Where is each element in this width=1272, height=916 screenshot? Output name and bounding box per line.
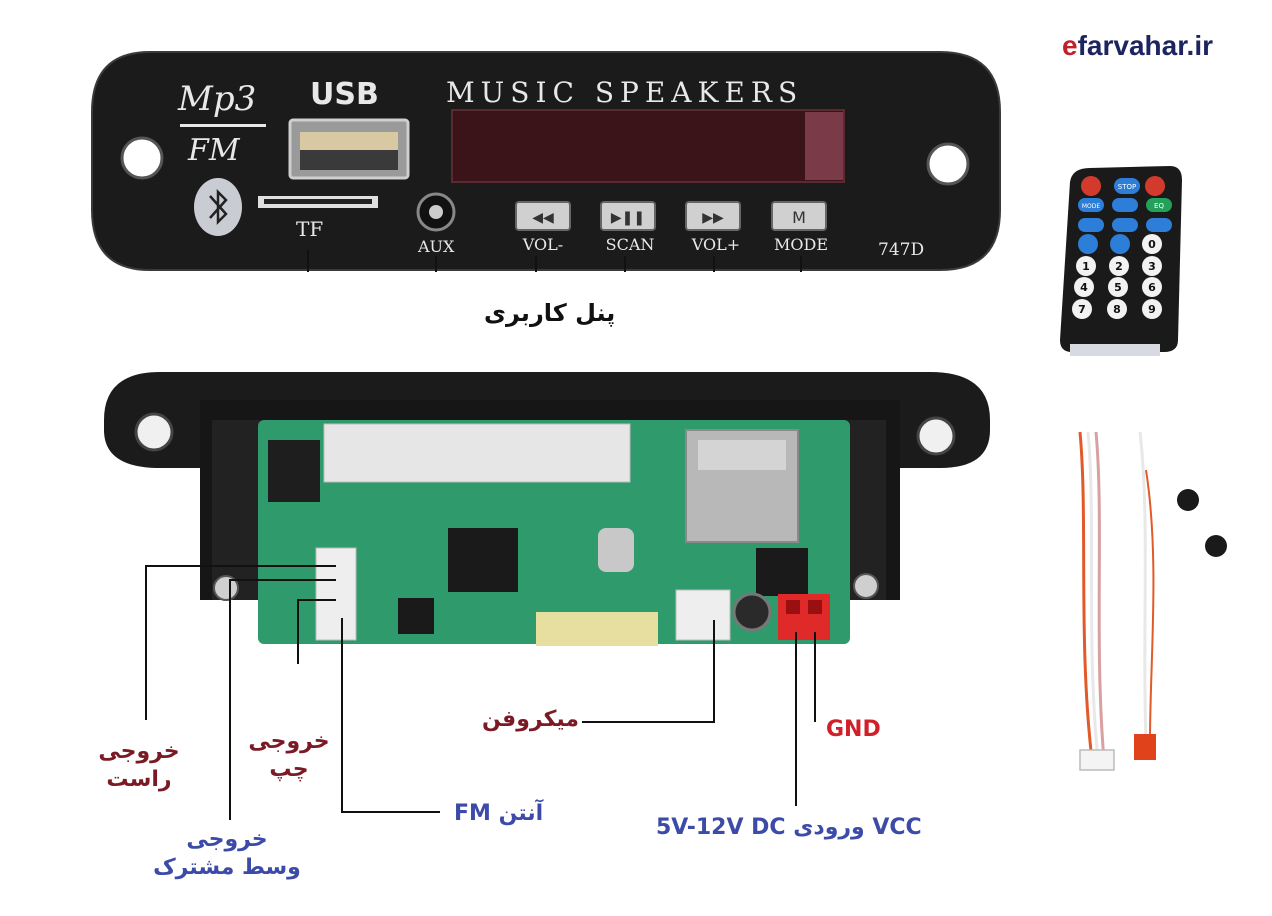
vol-up-label: VOL+ xyxy=(691,235,740,254)
remote-key-1[interactable]: 1 xyxy=(1082,260,1090,273)
vol-down-label: VOL- xyxy=(522,235,563,254)
panel-title: MUSIC SPEAKERS xyxy=(446,76,803,109)
audio-out-connector xyxy=(315,547,357,641)
mount-hole-right xyxy=(926,142,970,186)
cable-connector-2pin xyxy=(1134,734,1156,760)
mode-label: MODE xyxy=(774,235,828,254)
svg-text:▶❚❚: ▶❚❚ xyxy=(611,210,645,226)
button-vol-down[interactable]: ◀◀ xyxy=(515,201,571,231)
fm-antenna-label: آنتن FM xyxy=(454,801,544,826)
left-output-line2: چپ xyxy=(269,756,309,782)
mic-label: میکروفن xyxy=(482,707,579,732)
button-vol-up[interactable]: ▶▶ xyxy=(685,201,741,231)
remote-key-0[interactable]: 0 xyxy=(1148,238,1156,251)
remote-key-mode[interactable]: MODE xyxy=(1082,203,1101,210)
mount-hole-left xyxy=(120,136,164,180)
left-output-line1: خروجی xyxy=(248,729,330,754)
remote-key-3[interactable]: 3 xyxy=(1148,260,1156,273)
cables xyxy=(1078,431,1156,771)
svg-text:◀◀: ◀◀ xyxy=(532,210,554,226)
brand-prefix: e xyxy=(1062,30,1078,61)
front-panel: Mp3 FM USB MUSIC SPEAKERS TF AUX ◀◀ ▶❚❚ … xyxy=(91,51,1001,272)
speaker-pad-1 xyxy=(1177,489,1199,511)
leader-lines xyxy=(145,565,816,820)
vcc-label: VCC ورودی 5V-12V DC xyxy=(656,815,922,840)
aux-label: AUX xyxy=(417,237,455,256)
bluetooth-icon xyxy=(209,188,228,226)
svg-text:▶▶: ▶▶ xyxy=(702,210,724,226)
main-chip xyxy=(448,528,518,592)
bt-antenna xyxy=(536,612,658,646)
right-output-line2: راست xyxy=(106,766,172,792)
logo-mp3: Mp3 xyxy=(177,79,256,119)
remote-key-8[interactable]: 8 xyxy=(1113,303,1121,316)
brand-logo: efarvahar.ir xyxy=(1062,30,1213,62)
remote-key-5[interactable]: 5 xyxy=(1114,281,1122,294)
gnd-label: GND xyxy=(826,717,881,742)
scan-label: SCAN xyxy=(606,235,655,254)
right-output-label: خروجی راست xyxy=(96,738,182,793)
tf-label: TF xyxy=(296,217,323,241)
power-connector xyxy=(778,594,830,640)
logo-fm: FM xyxy=(187,133,241,168)
button-scan[interactable]: ▶❚❚ xyxy=(600,201,656,231)
brand-name: farvahar.ir xyxy=(1077,30,1213,61)
common-output-label: خروجی وسط مشترک xyxy=(150,826,304,881)
svg-text:M: M xyxy=(792,208,806,227)
remote-key-4[interactable]: 4 xyxy=(1080,281,1088,294)
remote-control: STOP MODE EQ 0 1 2 3 4 5 6 7 8 9 xyxy=(1060,166,1182,356)
common-output-line1: خروجی xyxy=(186,827,268,852)
common-output-line2: وسط مشترک xyxy=(153,854,301,880)
led-display xyxy=(451,109,845,183)
module-back xyxy=(104,372,990,646)
remote-key-2[interactable]: 2 xyxy=(1115,260,1123,273)
cable-connector-3pin xyxy=(1079,749,1115,771)
button-mode[interactable]: M xyxy=(771,201,827,231)
speaker-pad-2 xyxy=(1205,535,1227,557)
left-output-label: خروجی چپ xyxy=(246,728,332,783)
model-label: 747D xyxy=(878,240,924,260)
remote-key-stop[interactable]: STOP xyxy=(1118,183,1136,191)
remote-key-9[interactable]: 9 xyxy=(1148,303,1156,316)
right-output-line1: خروجی xyxy=(98,739,180,764)
mic-connector xyxy=(675,589,731,641)
remote-key-eq[interactable]: EQ xyxy=(1154,202,1164,210)
display-connector xyxy=(323,423,631,483)
panel-caption: پنل کاربری xyxy=(484,299,616,327)
usb-label: USB xyxy=(310,77,379,112)
remote-key-6[interactable]: 6 xyxy=(1148,281,1156,294)
remote-key-7[interactable]: 7 xyxy=(1078,303,1086,316)
